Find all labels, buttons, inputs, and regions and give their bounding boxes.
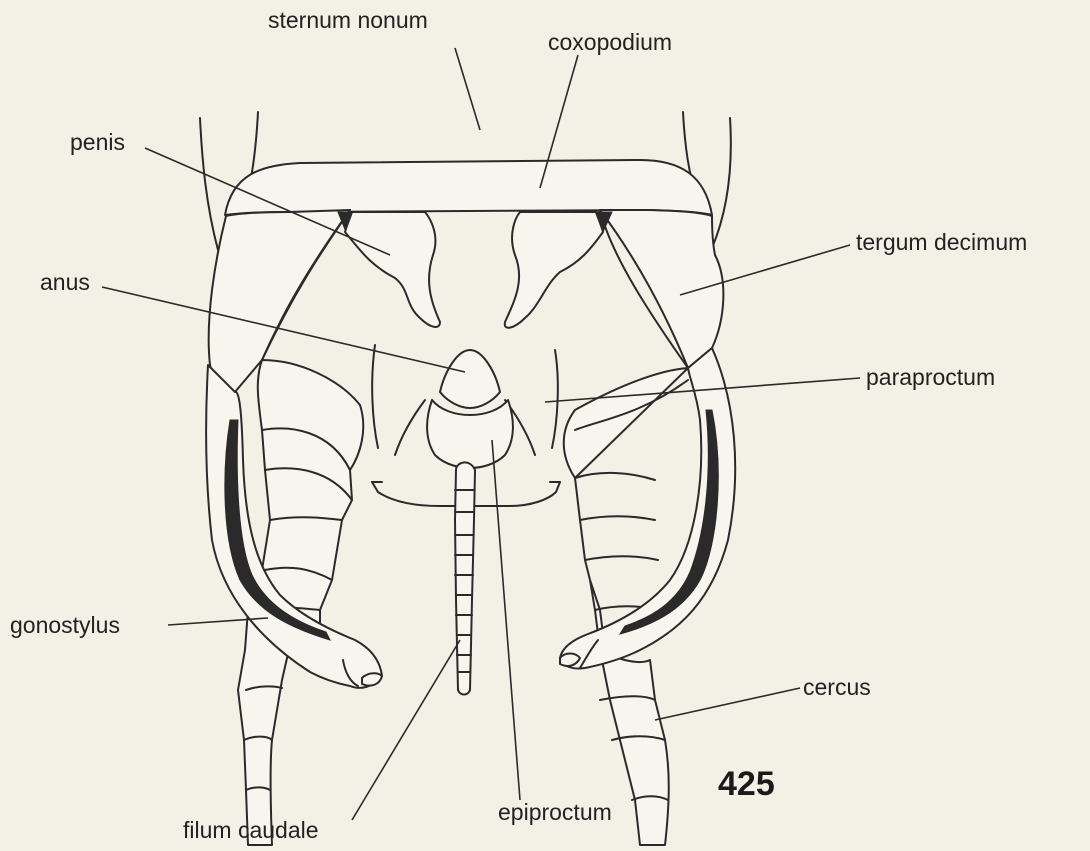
filum-caudale-filament xyxy=(455,462,475,694)
label-filum-caudale: filum caudale xyxy=(183,817,319,843)
left-segment-wall xyxy=(200,118,218,250)
label-cercus: cercus xyxy=(803,674,871,700)
anus-lobe xyxy=(440,350,500,408)
label-paraproctum: paraproctum xyxy=(866,364,995,390)
right-segment-wall xyxy=(712,118,731,248)
label-gonostylus: gonostylus xyxy=(10,612,120,638)
epiproctum-plate xyxy=(427,400,513,468)
label-penis: penis xyxy=(70,129,125,155)
label-epiproctum: epiproctum xyxy=(498,799,612,825)
label-coxopodium: coxopodium xyxy=(548,29,672,55)
penis-right-lobe xyxy=(505,212,603,328)
label-tergum-decimum: tergum decimum xyxy=(856,229,1027,255)
paraproctum-lower-left xyxy=(395,400,425,455)
tergum-right-lobe xyxy=(600,210,723,368)
paraproctum-left-edge xyxy=(372,345,378,448)
figure-number: 425 xyxy=(718,765,775,803)
label-sternum-nonum: sternum nonum xyxy=(268,7,428,33)
label-anus: anus xyxy=(40,269,90,295)
paraproctum-right-edge xyxy=(552,350,558,448)
penis-left-lobe xyxy=(345,212,440,327)
coxopodium-band xyxy=(225,160,712,215)
